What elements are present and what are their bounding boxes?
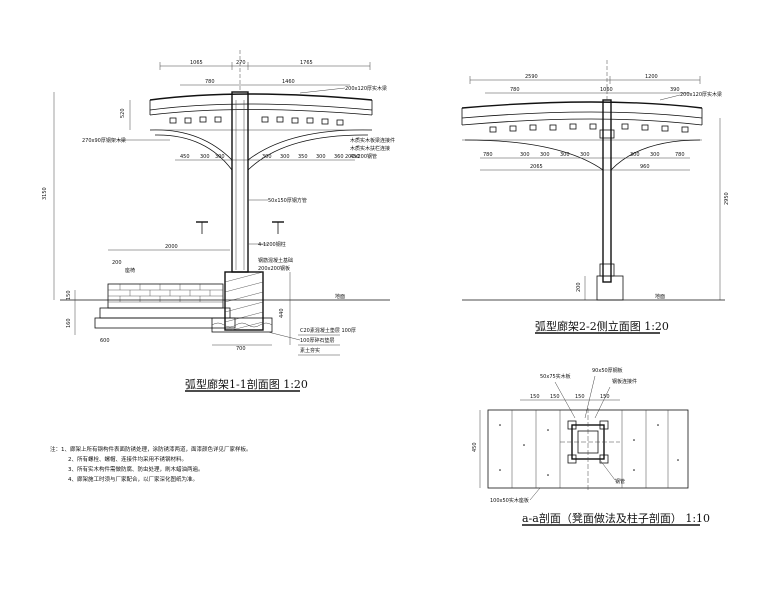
label-s1-base-a: C20素混凝土垫层 100厚 <box>300 327 356 334</box>
dim2-mid-7: 300 <box>650 152 660 158</box>
label-s1-post2: 4-1200钢柱 <box>258 241 286 248</box>
label-s2-ground: 地面 <box>655 293 665 300</box>
dim2-top-3: 780 <box>510 87 520 93</box>
section-mark-a <box>196 221 284 234</box>
label-s3-a: 50x75实木板 <box>540 373 571 380</box>
post-2 <box>602 99 612 283</box>
dim2-top-4: 1060 <box>600 87 613 93</box>
label-s1-foot-a: 钢筋混凝土基础 <box>258 257 293 264</box>
dim-height-1: 3150 <box>42 187 48 200</box>
section-2-2: 2590 1200 780 1060 390 780 300 300 3 <box>461 60 730 334</box>
dim2-height: 2950 <box>724 192 730 205</box>
footing <box>224 271 264 331</box>
dim2-top-1: 2590 <box>525 74 538 80</box>
dim-b: 600 <box>100 338 110 344</box>
label-s3-e: 100x50实木座板 <box>490 497 529 504</box>
footing-hatch <box>224 271 264 331</box>
bench-slats <box>511 410 669 488</box>
post-1 <box>231 91 249 273</box>
title-section-3: a-a剖面（凳面做法及柱子剖面） 1:10 <box>522 511 710 525</box>
label-s2-top-right: 200x120厚实木梁 <box>680 91 722 98</box>
dim2-mid-8: 780 <box>675 152 685 158</box>
label-s1-base-b: 100厚碎石垫层 <box>300 337 335 344</box>
dim3-1: 150 <box>530 394 540 400</box>
note-4: 4、廊架施工时须与厂家配合，以厂家深化图纸为准。 <box>68 475 198 483</box>
bench-dots <box>499 424 679 476</box>
label-s1-base-c: 素土夯实 <box>300 347 320 354</box>
dim-mid-8: 360 <box>334 154 344 160</box>
dim-base-3: 160 <box>66 318 72 328</box>
dim2-top-5: 390 <box>670 87 680 93</box>
general-notes: 注：1、廊架上所有钢构件表面防锈处理，涂防锈漆两道，面漆颜色详见厂家样板。 2、… <box>50 445 252 483</box>
purlins-2 <box>489 123 689 133</box>
label-s1-mid-b: 木质实木扶栏连接 <box>350 145 390 152</box>
dim2-top-2: 1200 <box>645 74 658 80</box>
dim2-base: 200 <box>576 282 582 292</box>
dim-mid-4: 300 <box>262 154 272 160</box>
title-section-2: 弧型廊架2-2侧立面图 1:20 <box>535 319 669 333</box>
label-s1-ground: 地面 <box>335 293 345 300</box>
dim2-mid-6: 300 <box>630 152 640 158</box>
dim-top-4: 780 <box>205 79 215 85</box>
dim-mid-7: 300 <box>316 154 326 160</box>
dim-a: 200 <box>112 260 122 266</box>
dim2-lower-2: 960 <box>640 164 650 170</box>
dim-mid-6: 350 <box>298 154 308 160</box>
dim-mid-9: 450 <box>350 154 360 160</box>
dim-top-3: 1765 <box>300 60 313 66</box>
label-s1-mid-c: 200x200钢管 <box>345 153 377 160</box>
dim-mid-1: 450 <box>180 154 190 160</box>
title-section-1: 弧型廊架1-1剖面图 1:20 <box>185 377 308 391</box>
dim-base-1: 440 <box>279 308 285 318</box>
dim-beam-h: 520 <box>120 108 126 118</box>
dim3-2: 150 <box>550 394 560 400</box>
label-s3-c: 钢板连接件 <box>612 378 637 385</box>
bench-plan <box>487 409 689 489</box>
dim-mid-5: 300 <box>280 154 290 160</box>
seat-hatch <box>108 284 223 303</box>
section-1-1: 1065 270 1765 780 1460 <box>42 50 395 392</box>
note-1: 注：1、廊架上所有钢构件表面防锈处理，涂防锈漆两道，面漆颜色详见厂家样板。 <box>50 445 252 453</box>
purlins-1 <box>169 116 344 126</box>
dim2-mid-1: 780 <box>483 152 493 158</box>
dim3-3: 150 <box>575 394 585 400</box>
label-s1-top-right: 200x120厚实木梁 <box>345 85 387 92</box>
dim-base-4: 700 <box>236 346 246 352</box>
label-s1-foot-b: 200x200钢板 <box>258 265 290 272</box>
dim2-mid-3: 300 <box>540 152 550 158</box>
dim-mid-2: 300 <box>200 154 210 160</box>
label-s3-b: 90x50厚钢板 <box>592 367 623 374</box>
section-a-a: 50x75实木板 90x50厚钢板 钢板连接件 150 150 150 150 … <box>472 367 710 526</box>
dim3-4: 150 <box>600 394 610 400</box>
note-3: 3、所有实木构件需做防腐、防虫处理，刷木蜡油两遍。 <box>68 465 204 473</box>
note-2: 2、所有螺栓、螺帽、连接件均采用不锈钢材料。 <box>68 455 187 463</box>
label-s3-d: 钢管 <box>615 478 625 485</box>
label-s1-left-beam: 270x90厚钢架木梁 <box>82 137 126 144</box>
dim-mid-3: 300 <box>215 154 225 160</box>
dim2-lower-1: 2065 <box>530 164 543 170</box>
label-s1-post: 50x150厚钢方管 <box>268 197 307 204</box>
dim2-mid-4: 300 <box>560 152 570 158</box>
dim-top-5: 1460 <box>282 79 295 85</box>
dim-top-2: 270 <box>236 60 246 66</box>
dim-top-1: 1065 <box>190 60 203 66</box>
dim3-5: 450 <box>472 442 478 452</box>
dim2-mid-2: 300 <box>520 152 530 158</box>
label-s1-seat: 座椅 <box>125 267 135 274</box>
dim-c: 2000 <box>165 244 178 250</box>
dim2-mid-5: 300 <box>580 152 590 158</box>
dim-base-2: 150 <box>66 290 72 300</box>
label-s1-mid-a: 木质实木板梁连接件 <box>350 137 395 144</box>
